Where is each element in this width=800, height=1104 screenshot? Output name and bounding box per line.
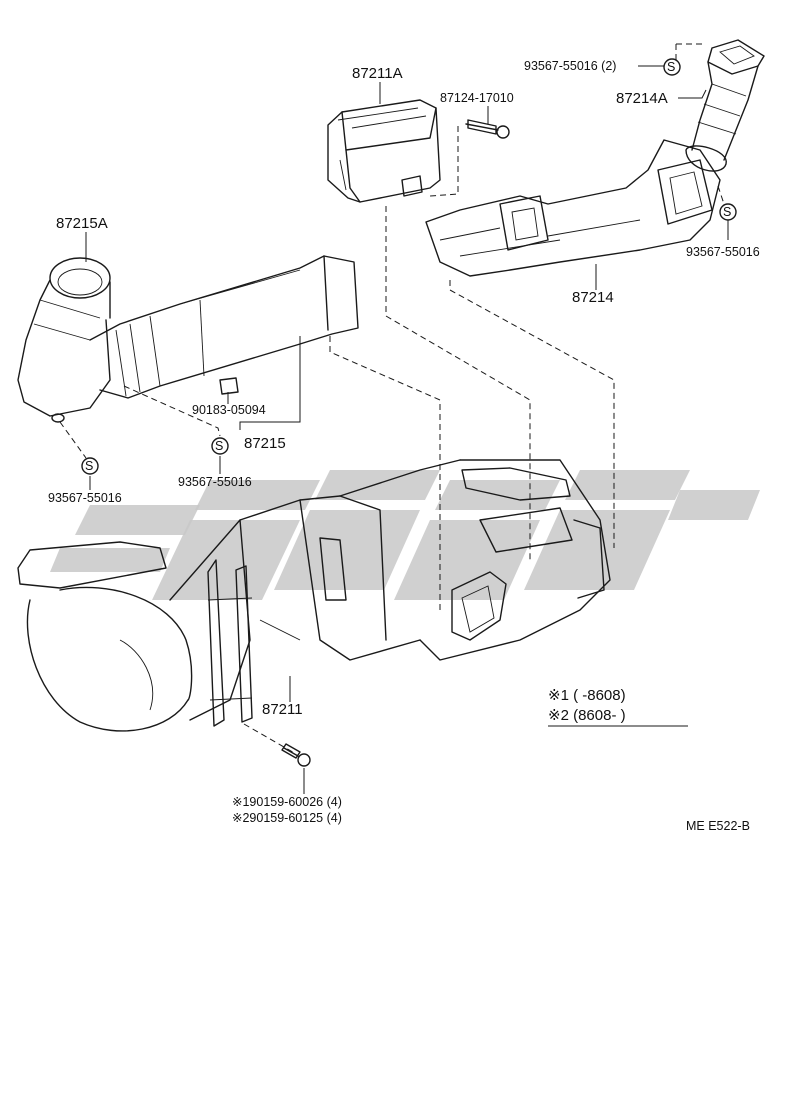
label-screw-1: ※190159-60026 (4) — [232, 795, 342, 809]
reference-code: ME E522-B — [686, 819, 750, 833]
part-87214 — [425, 139, 721, 277]
label-screw-2: ※290159-60125 (4) — [232, 811, 342, 825]
label-87214A: 87214A — [616, 90, 668, 107]
label-93567-55016-2: 93567-55016 (2) — [524, 59, 617, 73]
spacer-icon — [663, 58, 681, 76]
part-87214A — [685, 39, 765, 172]
part-87211A — [327, 99, 441, 203]
label-87214: 87214 — [572, 289, 614, 306]
leader-lines — [85, 65, 729, 794]
label-87211A: 87211A — [352, 65, 403, 82]
part-87215 — [89, 255, 359, 399]
spacer-icon — [719, 203, 737, 221]
label-87211: 87211 — [262, 701, 303, 718]
label-87215: 87215 — [244, 435, 286, 452]
label-90183-05094: 90183-05094 — [192, 403, 266, 417]
label-93567-55016-right: 93567-55016 — [686, 245, 760, 259]
label-87215A: 87215A — [56, 215, 108, 232]
spacer-symbol-text: S — [723, 205, 732, 219]
part-87211-unit — [17, 459, 611, 732]
label-87124-17010: 87124-17010 — [440, 91, 514, 105]
label-93567-55016-mid: 93567-55016 — [178, 475, 252, 489]
spacer-symbol-text: S — [667, 60, 676, 74]
spacer-symbol-text: S — [215, 439, 224, 453]
screw-87124 — [465, 119, 510, 139]
watermark-logo — [50, 470, 760, 600]
label-93567-55016-left: 93567-55016 — [48, 491, 122, 505]
spacer-icon — [211, 437, 229, 455]
screw-90159 — [281, 743, 311, 767]
spacer-symbols — [81, 58, 737, 475]
assembly-lines — [59, 43, 725, 755]
note-1: ※1 ( -8608) — [548, 687, 626, 704]
part-87215A — [17, 257, 111, 423]
spacer-symbol-text: S — [85, 459, 94, 473]
spacer-icon — [81, 457, 99, 475]
note-2: ※2 (8608- ) — [548, 707, 626, 724]
